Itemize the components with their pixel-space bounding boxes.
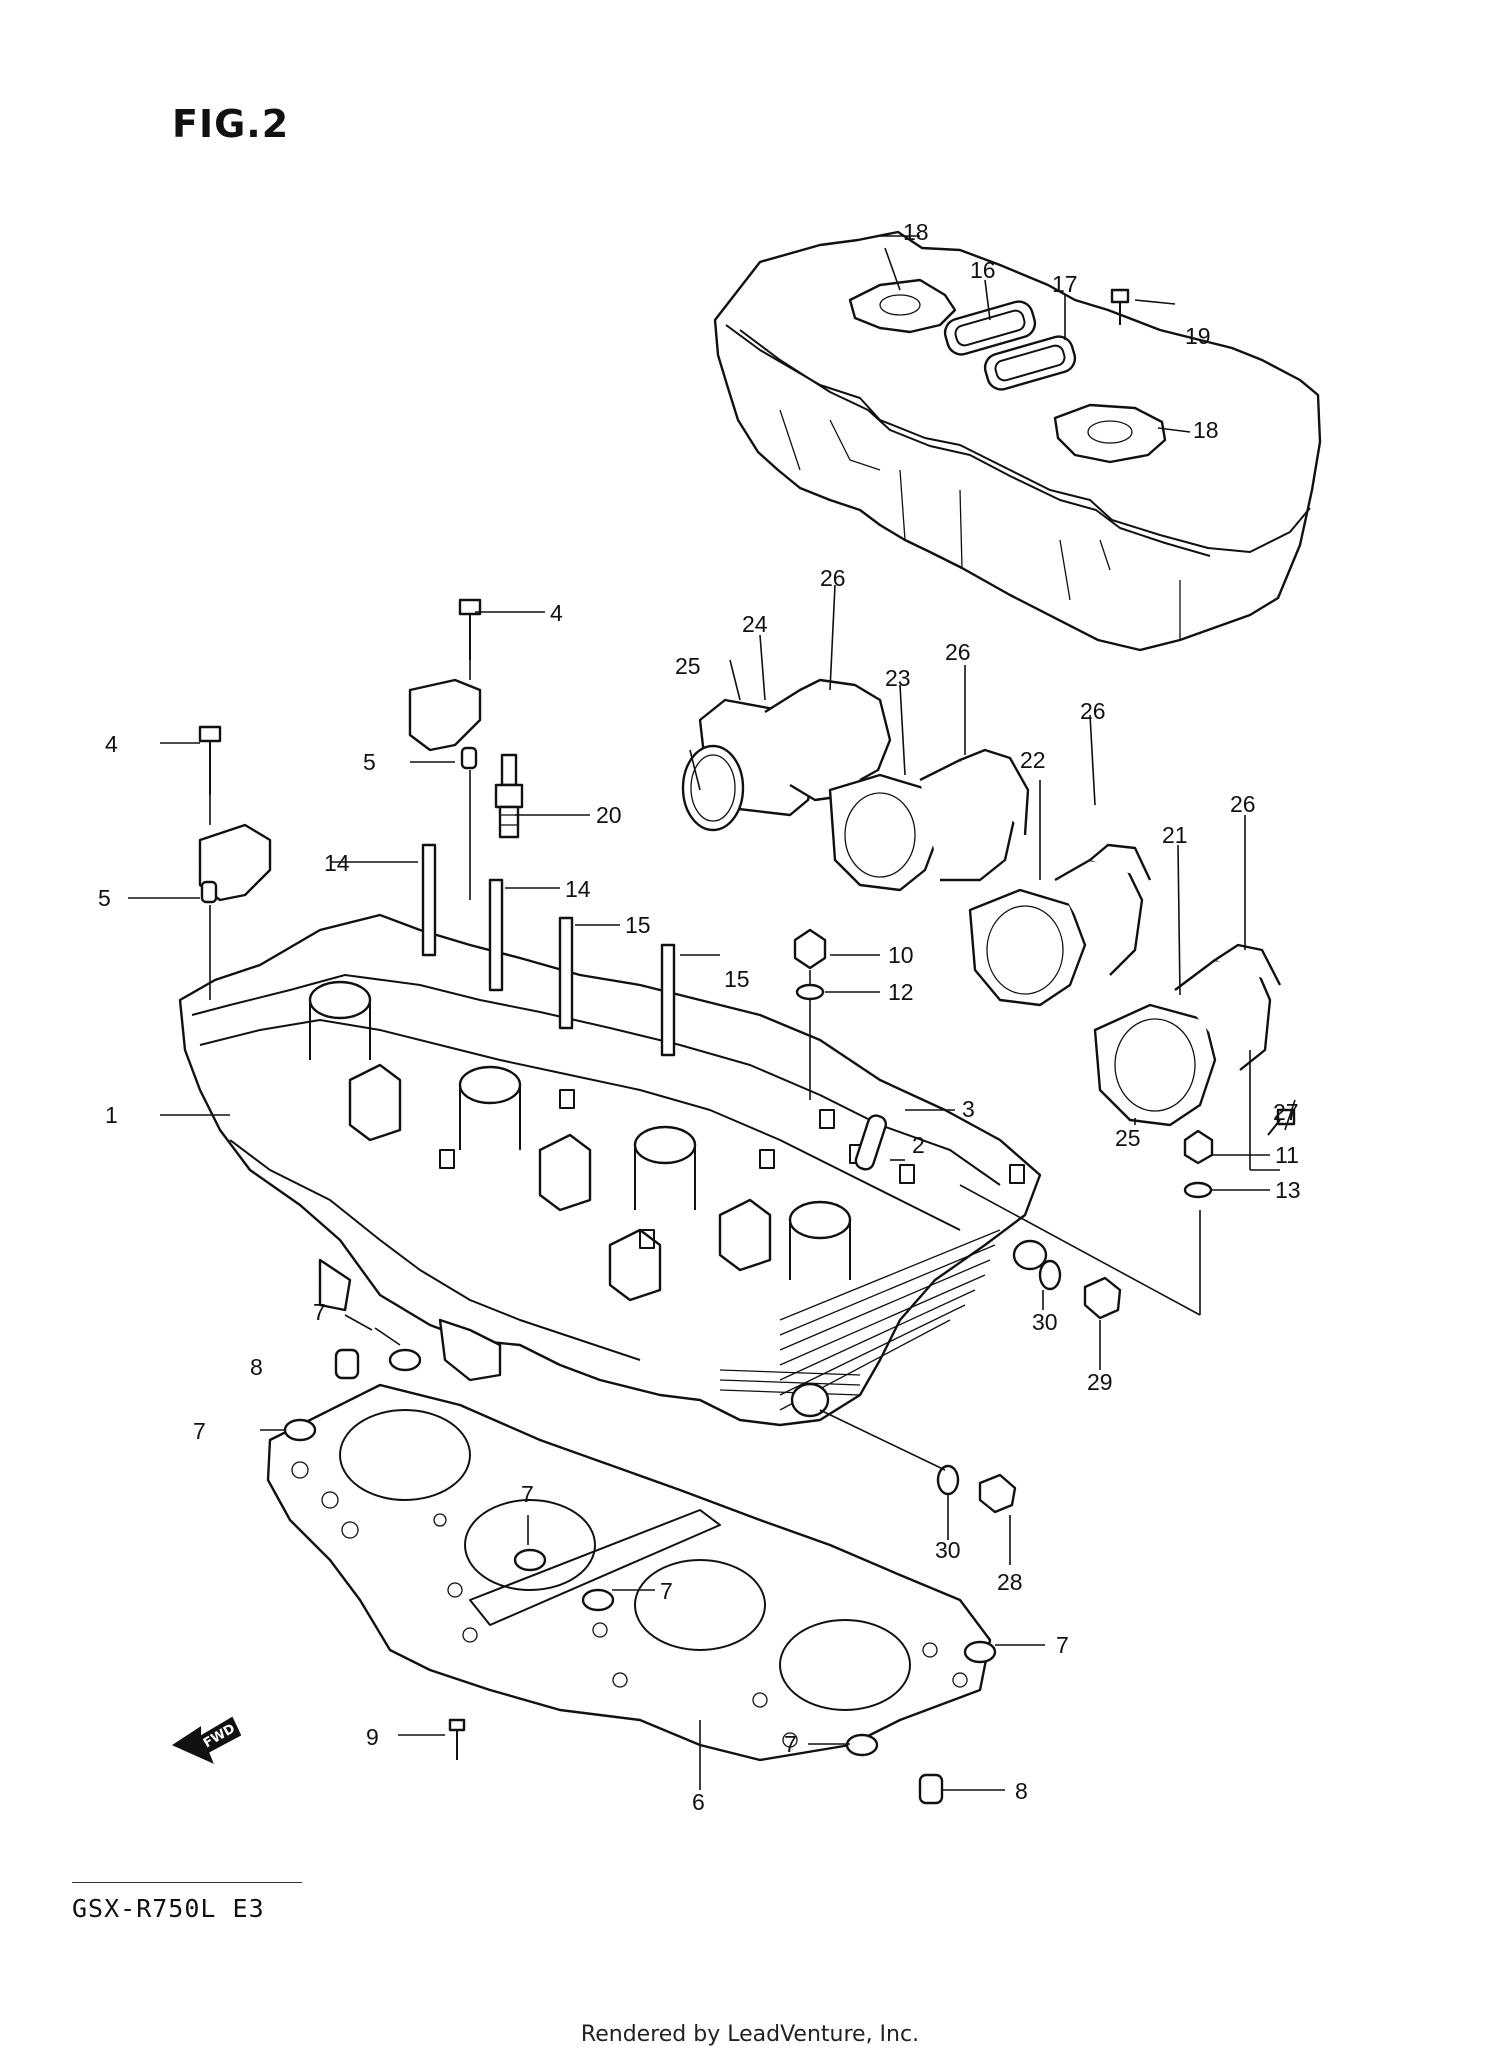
callout-5b: 5 [98, 885, 111, 911]
callout-2: 2 [912, 1132, 925, 1158]
callout-27: 27 [1273, 1099, 1299, 1125]
callout-14b: 14 [565, 876, 591, 902]
callout-30b: 30 [935, 1537, 961, 1563]
callout-26d: 26 [1230, 791, 1256, 817]
callout-15a: 15 [625, 912, 651, 938]
callout-14a: 14 [324, 850, 350, 876]
callout-7e: 7 [1056, 1632, 1069, 1658]
intake-pipe-22 [968, 843, 1152, 1007]
plugs-dowels [854, 1114, 1122, 1514]
callout-7c: 7 [521, 1481, 534, 1507]
callout-12: 12 [888, 979, 914, 1005]
intake-pipe-23 [828, 748, 1030, 892]
callout-4b: 4 [105, 731, 118, 757]
callout-13: 13 [1275, 1177, 1301, 1203]
leader-lines [128, 235, 1296, 1791]
callout-8b: 8 [1015, 1778, 1028, 1804]
head-gasket [266, 1348, 997, 1805]
callout-20: 20 [596, 802, 622, 828]
callout-17: 17 [1052, 271, 1078, 297]
callout-7f: 7 [784, 1731, 797, 1757]
callout-9: 9 [366, 1724, 379, 1750]
render-credit: Rendered by LeadVenture, Inc. [580, 2022, 920, 2047]
callout-7a: 7 [313, 1299, 326, 1325]
cylinder-head [178, 913, 1048, 1427]
nuts-washers [793, 928, 1214, 1199]
callout-3: 3 [962, 1096, 975, 1122]
cylinder-head-cover [713, 230, 1322, 652]
callout-26c: 26 [1080, 698, 1106, 724]
intake-pipe-21 [1093, 943, 1282, 1127]
callout-26a: 26 [820, 565, 846, 591]
callout-21: 21 [1162, 822, 1188, 848]
intake-pipe-24 [681, 678, 892, 832]
callout-15b: 15 [724, 966, 750, 992]
callout-18b: 18 [1193, 417, 1219, 443]
callout-19: 19 [1185, 323, 1211, 349]
callout-4a: 4 [550, 600, 563, 626]
callout-24: 24 [742, 611, 768, 637]
figure-title: FIG.2 [172, 102, 290, 146]
callout-26b: 26 [945, 639, 971, 665]
model-rule [72, 1882, 302, 1883]
callout-25a: 25 [675, 653, 701, 679]
callout-7b: 7 [193, 1418, 206, 1444]
intake-pipes [681, 678, 1296, 1136]
callout-18: 18 [903, 219, 929, 245]
callout-5a: 5 [363, 749, 376, 775]
callout-labels: 18 16 17 19 18 26 24 26 25 23 26 22 26 2… [98, 219, 1301, 1815]
callout-29: 29 [1087, 1369, 1113, 1395]
callout-28: 28 [997, 1569, 1023, 1595]
callout-25b: 25 [1115, 1125, 1141, 1151]
callout-23: 23 [885, 665, 911, 691]
callout-10: 10 [888, 942, 914, 968]
model-label: GSX-R750L E3 [72, 1894, 265, 1923]
spark-plug [494, 753, 524, 839]
studs [421, 843, 676, 1057]
callout-11: 11 [1275, 1142, 1299, 1168]
forward-arrow-icon: FWD [171, 1716, 242, 1764]
callout-7d: 7 [660, 1578, 673, 1604]
callout-1: 1 [105, 1102, 118, 1128]
cam-holders [198, 598, 482, 904]
callout-22: 22 [1020, 747, 1046, 773]
callout-6: 6 [692, 1789, 705, 1815]
callout-8a: 8 [250, 1354, 263, 1380]
callout-30a: 30 [1032, 1309, 1058, 1335]
callout-16: 16 [970, 257, 996, 283]
